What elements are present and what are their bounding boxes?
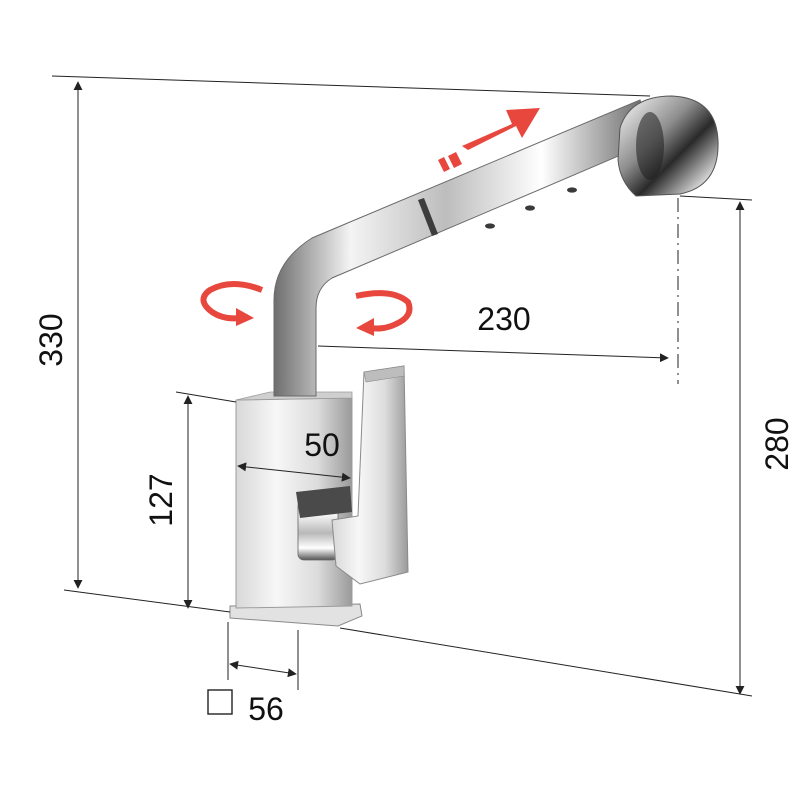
- lever-handle: [331, 365, 409, 585]
- spray-head: [617, 95, 719, 197]
- spout-tube: [273, 99, 657, 397]
- dimension-label-total-height: 330: [33, 313, 69, 366]
- rotation-arrow-icon: [200, 281, 264, 326]
- pull-out-arrow-icon: [438, 108, 540, 172]
- faucet: [229, 95, 719, 627]
- dimension-label-body-height: 127: [143, 473, 179, 526]
- dimension-label-handle-width: 50: [304, 427, 340, 463]
- dimension-lines: [51, 75, 753, 697]
- rotation-arrow-icon: [355, 290, 413, 336]
- dimension-label-outlet-height: 280: [759, 417, 795, 470]
- dimension-label-spout-reach: 230: [477, 301, 530, 337]
- square-outline-icon: [207, 689, 233, 715]
- dimension-label-base-width: 56: [248, 691, 284, 727]
